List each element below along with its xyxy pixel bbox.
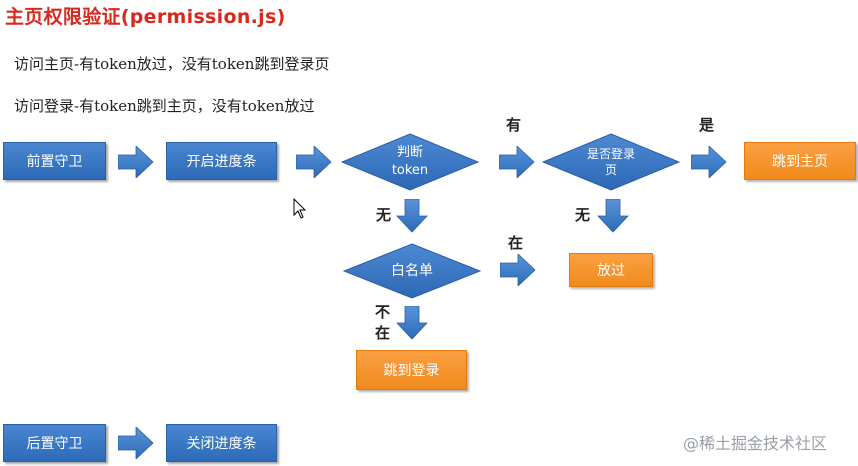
edge-label-no-login: 无 <box>575 206 591 224</box>
page-title: 主页权限验证(permission.js) <box>5 6 286 28</box>
arrow-right-icon <box>296 146 332 178</box>
arrow-down-icon <box>597 199 629 233</box>
judge-token-decision: 判断 token <box>341 133 479 191</box>
is-login-page-decision: 是否登录 页 <box>542 133 680 191</box>
to-home-node: 跳到主页 <box>744 142 856 180</box>
watermark: @稀土掘金技术社区 <box>683 434 828 453</box>
edge-label-yes: 是 <box>699 116 715 134</box>
whitelist-decision: 白名单 <box>343 243 481 299</box>
description-login: 访问登录-有token跳到主页，没有token放过 <box>14 97 315 115</box>
description-home: 访问主页-有token放过，没有token跳到登录页 <box>14 55 330 73</box>
arrow-down-icon <box>396 199 428 233</box>
edge-label-in-whitelist: 在 <box>508 234 524 252</box>
judge-token-line2: token <box>391 163 429 178</box>
arrow-right-icon <box>118 146 154 178</box>
arrow-right-icon <box>499 146 535 178</box>
edge-label-not-in-1: 不 <box>375 303 391 321</box>
to-login-node: 跳到登录 <box>356 350 467 390</box>
edge-label-has-token: 有 <box>506 116 522 134</box>
judge-token-line1: 判断 <box>396 145 423 160</box>
is-login-page-line2: 页 <box>604 163 617 177</box>
after-guard-node: 后置守卫 <box>3 424 106 462</box>
mouse-cursor-icon <box>293 198 307 219</box>
pass-node: 放过 <box>569 253 653 287</box>
whitelist-label: 白名单 <box>391 263 433 279</box>
arrow-right-icon <box>500 254 536 286</box>
edge-label-not-in-2: 在 <box>375 324 391 342</box>
before-guard-node: 前置守卫 <box>3 142 106 180</box>
arrow-right-icon <box>118 427 154 459</box>
is-login-page-line1: 是否登录 <box>586 147 635 161</box>
close-progress-node: 关闭进度条 <box>166 424 277 462</box>
edge-label-no-token: 无 <box>376 206 392 224</box>
arrow-down-icon <box>396 306 428 340</box>
arrow-right-icon <box>691 146 727 178</box>
start-progress-node: 开启进度条 <box>166 142 277 180</box>
